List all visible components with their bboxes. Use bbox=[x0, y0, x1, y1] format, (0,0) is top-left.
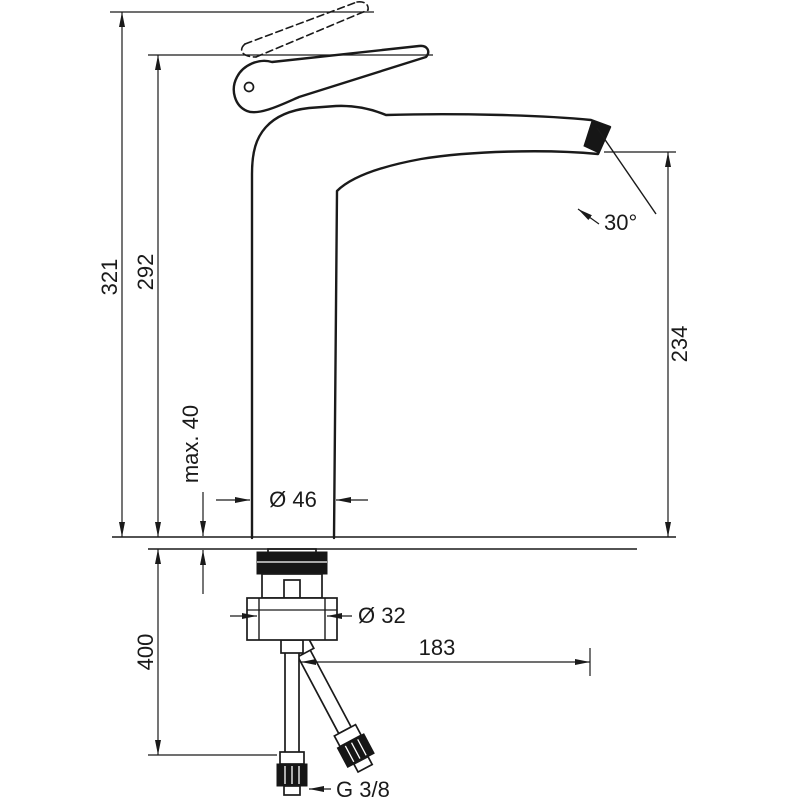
angle-reference-line bbox=[596, 127, 657, 215]
handle-lever bbox=[232, 44, 430, 114]
dim-label-outlet-height: 234 bbox=[667, 326, 692, 363]
dim-label-hole-diameter: Ø 32 bbox=[358, 603, 406, 628]
shank-detail bbox=[283, 579, 301, 599]
hose-angled-nut-knurl bbox=[350, 742, 361, 759]
dim-label-hose-length: 400 bbox=[133, 634, 158, 671]
supply-hoses bbox=[276, 635, 375, 796]
aerator bbox=[583, 120, 611, 154]
dim-label-outlet-angle: 30° bbox=[604, 210, 637, 235]
handle-raised-upper-edge bbox=[244, 1, 358, 45]
mounting-nut bbox=[246, 597, 338, 641]
dim-label-body-height: 292 bbox=[133, 254, 158, 291]
handle-indicator-dot bbox=[243, 81, 255, 93]
dim-label-overall-height: 321 bbox=[97, 259, 122, 296]
handle-raised-outline bbox=[240, 1, 369, 58]
sealing-washer bbox=[256, 551, 328, 575]
handle-raised-lower-edge bbox=[255, 9, 369, 58]
hose-straight-crimp bbox=[280, 639, 304, 654]
hose-angled-nut-knurl bbox=[344, 745, 355, 763]
faucet-body bbox=[250, 104, 612, 540]
hose-straight bbox=[276, 639, 308, 796]
handle-raised-tip bbox=[356, 1, 369, 11]
dim-label-body-diameter: Ø 46 bbox=[269, 487, 317, 512]
handle-raised-heel bbox=[240, 43, 257, 58]
hose-straight-collar bbox=[279, 751, 305, 765]
dim-label-spout-reach: 183 bbox=[419, 635, 456, 660]
counter-lines bbox=[112, 536, 676, 550]
dimensions: 321 292 max. 40 400 234 30° Ø 46 Ø 32 18 bbox=[97, 11, 692, 800]
hose-angled-nut-knurl bbox=[357, 739, 367, 756]
angle-arrow bbox=[577, 208, 600, 225]
hose-angled-tip bbox=[352, 755, 374, 774]
mounting-hardware bbox=[246, 548, 338, 641]
hose-straight-tube bbox=[284, 639, 300, 755]
dim-label-connection-thread: G 3/8 bbox=[336, 777, 390, 800]
hose-straight-tip bbox=[283, 785, 301, 796]
dim-label-counter-thickness: max. 40 bbox=[178, 405, 203, 483]
